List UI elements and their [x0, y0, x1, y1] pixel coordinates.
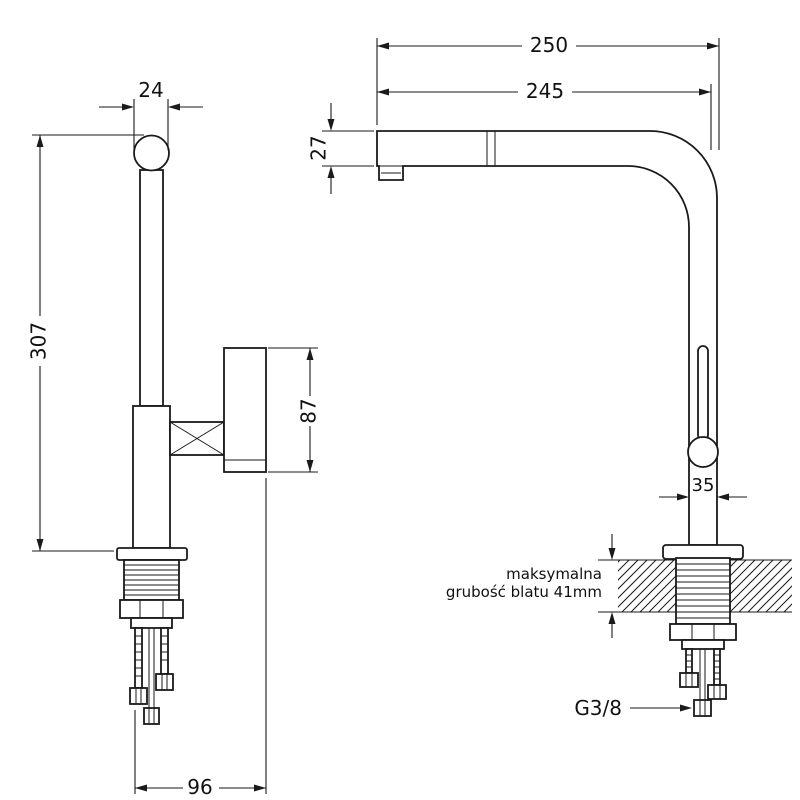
dim-height: 307: [27, 134, 144, 552]
dim-spout-reach: 245: [377, 79, 712, 150]
body-side: [132, 405, 171, 549]
dim-body-width: 35: [659, 475, 747, 501]
thread-stem-front: [675, 557, 731, 625]
base-flange-front: [662, 544, 744, 560]
stud-nut-left: [129, 687, 148, 705]
dim-spout-height: 87: [268, 347, 321, 473]
left-view: 24 307 87: [27, 78, 321, 799]
thread-size-callout: G3/8: [574, 696, 692, 720]
dim-body-width-label: 35: [692, 475, 715, 496]
mounting-bracket-front: [681, 639, 725, 650]
neck-side: [139, 169, 164, 407]
mounting-bracket-side: [130, 617, 173, 629]
hose-fitting-side: [143, 707, 160, 725]
mounting-nut-front: [669, 623, 737, 641]
countertop-thickness-note: maksymalna grubość blatu 41mm: [446, 534, 616, 638]
dim-spout-reach-label: 245: [526, 79, 564, 103]
handle-ball-front: [687, 436, 719, 468]
dim-top-width-label: 24: [138, 78, 163, 102]
dim-spout-front-height: 27: [307, 103, 374, 194]
dim-total-reach: 250: [376, 33, 720, 150]
mounting-stud-left: [134, 627, 143, 689]
right-view: 250 245 27 35: [307, 33, 792, 720]
dim-spout-height-label: 87: [297, 398, 321, 423]
base-flange-side: [116, 547, 188, 561]
handle-knob-side: [133, 134, 170, 172]
stud-nut-right: [155, 673, 174, 691]
faucet-body-front: [376, 130, 718, 546]
dim-bottom-width-label: 96: [187, 775, 212, 799]
countertop-note-line2: grubość blatu 41mm: [446, 583, 602, 601]
mounting-nut-side: [119, 599, 184, 619]
stud-nut-front-right: [707, 684, 727, 700]
countertop-note-line1: maksymalna: [506, 565, 602, 583]
dim-top-width: 24: [99, 78, 203, 150]
dim-height-label: 307: [27, 322, 51, 360]
stud-nut-front-left: [679, 672, 699, 688]
thread-size-label: G3/8: [574, 696, 622, 720]
mounting-stud-right: [160, 627, 169, 675]
hose-fitting-front: [693, 699, 712, 717]
dim-bottom-width: 96: [134, 478, 267, 799]
faucet-front-outline: [376, 130, 744, 717]
dim-spout-front-height-label: 27: [307, 135, 331, 160]
spout-block-side: [223, 347, 267, 473]
dim-total-reach-label: 250: [530, 33, 568, 57]
handle-lever-front: [697, 345, 709, 441]
faucet-side-outline: [116, 134, 267, 725]
